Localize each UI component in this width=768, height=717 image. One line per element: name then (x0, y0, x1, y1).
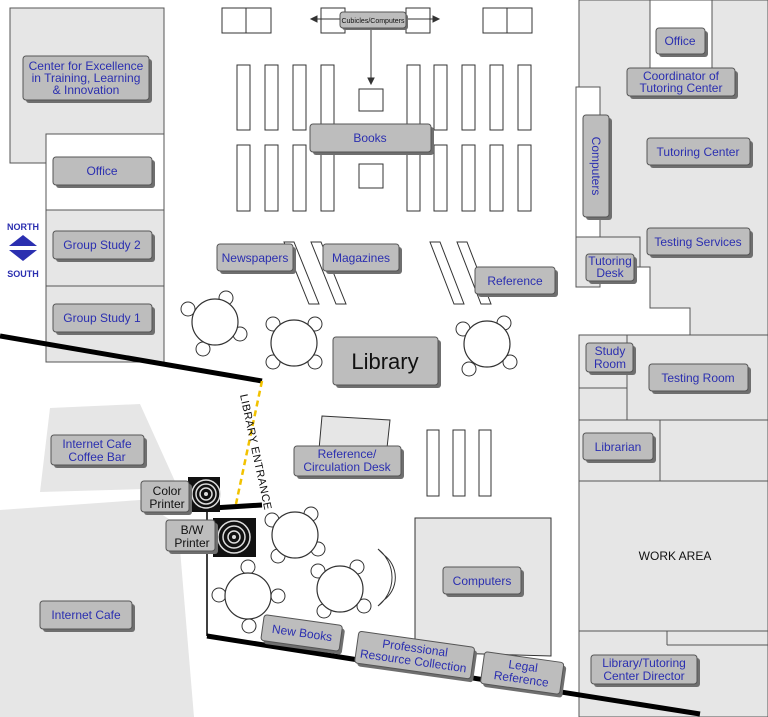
cubicle-box-2 (358, 163, 384, 189)
internet-cafe-button[interactable]: Internet Cafe (39, 600, 135, 632)
svg-text:Computers: Computers (589, 137, 603, 196)
svg-text:Tutoring Center: Tutoring Center (640, 81, 723, 95)
wall-upper-left (0, 333, 263, 384)
svg-text:Office: Office (664, 34, 695, 48)
svg-text:Testing Services: Testing Services (654, 235, 741, 249)
svg-text:Center Director: Center Director (603, 669, 684, 683)
crescent-seating (377, 548, 396, 607)
svg-text:Circulation Desk: Circulation Desk (303, 460, 391, 474)
testing-services-button[interactable]: Testing Services (646, 227, 753, 258)
books-button[interactable]: Books (309, 123, 434, 155)
compass-north-label: NORTH (7, 222, 39, 232)
professional-resource-button[interactable]: Professional Resource Collection (354, 630, 478, 683)
svg-text:B/W: B/W (181, 523, 204, 537)
svg-text:Coordinator of: Coordinator of (643, 69, 720, 83)
svg-text:Desk: Desk (596, 266, 624, 280)
south-arrow-icon (9, 250, 37, 261)
svg-text:Study: Study (595, 344, 626, 358)
tutoring-desk-button[interactable]: Tutoring Desk (585, 253, 637, 284)
coordinator-tutoring-button[interactable]: Coordinator of Tutoring Center (626, 67, 738, 99)
legal-reference-button[interactable]: Legal Reference (480, 651, 567, 698)
internet-cafe-coffee-button[interactable]: Internet Cafe Coffee Bar (50, 434, 147, 468)
compass: NORTH SOUTH (7, 222, 39, 279)
svg-text:Room: Room (594, 357, 626, 371)
svg-text:Legal: Legal (508, 657, 539, 675)
svg-text:Newspapers: Newspapers (222, 251, 289, 265)
svg-text:Center for Excellence: Center for Excellence (29, 59, 144, 73)
svg-text:Tutoring Center: Tutoring Center (657, 145, 740, 159)
director-button[interactable]: Library/Tutoring Center Director (590, 654, 700, 687)
svg-text:Reference/: Reference/ (318, 447, 377, 461)
table-cluster-2 (265, 316, 323, 370)
group-study-2-button[interactable]: Group Study 2 (52, 230, 155, 262)
svg-text:Magazines: Magazines (332, 251, 390, 265)
testing-room-button[interactable]: Testing Room (648, 363, 751, 394)
table-cluster-1 (180, 290, 248, 357)
svg-text:Printer: Printer (174, 536, 209, 550)
librarian-button[interactable]: Librarian (582, 432, 656, 463)
bw-printer-button[interactable]: B/W Printer (165, 519, 218, 554)
table-cluster-5 (211, 559, 286, 634)
lower-shelves (426, 429, 492, 497)
book-stacks (236, 64, 532, 212)
compass-south-label: SOUTH (7, 269, 39, 279)
north-arrow-icon (9, 235, 37, 246)
svg-text:& Innovation: & Innovation (53, 83, 120, 97)
table-cluster-3 (455, 315, 518, 377)
svg-text:Internet Cafe: Internet Cafe (51, 608, 121, 622)
svg-text:in Training, Learning: in Training, Learning (32, 71, 141, 85)
cubicles-computers-button[interactable]: Cubicles/Computers (339, 11, 408, 30)
svg-text:Coffee Bar: Coffee Bar (68, 450, 125, 464)
study-room-button[interactable]: Study Room (585, 342, 636, 375)
magazines-button[interactable]: Magazines (322, 243, 402, 274)
new-books-button[interactable]: New Books (260, 614, 345, 655)
reference-circulation-button[interactable]: Reference/ Circulation Desk (293, 445, 404, 479)
group-study-1-button[interactable]: Group Study 1 (52, 303, 155, 335)
newspapers-button[interactable]: Newspapers (216, 243, 296, 274)
printer-target-icon (188, 477, 221, 512)
svg-text:Office: Office (86, 164, 117, 178)
svg-text:Tutoring: Tutoring (588, 254, 632, 268)
cubicle-box-1 (358, 88, 384, 112)
color-printer-button[interactable]: Color Printer (140, 480, 192, 515)
svg-text:Cubicles/Computers: Cubicles/Computers (341, 18, 405, 25)
center-excellence-button[interactable]: Center for Excellence in Training, Learn… (22, 55, 152, 103)
svg-text:Reference: Reference (487, 274, 543, 288)
work-area-label: WORK AREA (639, 549, 712, 563)
work-area-room (578, 480, 768, 632)
table-cluster-6 (310, 559, 372, 619)
svg-text:Books: Books (353, 131, 386, 145)
svg-text:Internet Cafe: Internet Cafe (62, 437, 132, 451)
svg-text:Librarian: Librarian (595, 440, 642, 454)
svg-text:Library: Library (351, 349, 418, 374)
table-cluster-4 (264, 506, 326, 564)
computers-center-button[interactable]: Computers (442, 566, 524, 597)
svg-text:Computers: Computers (453, 574, 512, 588)
svg-text:Color: Color (153, 484, 182, 498)
tutoring-center-button[interactable]: Tutoring Center (646, 137, 753, 168)
svg-text:Group Study 2: Group Study 2 (63, 238, 141, 252)
library-button[interactable]: Library (332, 336, 441, 388)
svg-text:Testing Room: Testing Room (661, 371, 734, 385)
computers-vertical-button[interactable]: Computers (582, 114, 612, 220)
svg-text:Group Study 1: Group Study 1 (63, 311, 141, 325)
entrance-line (234, 380, 264, 505)
svg-text:Library/Tutoring: Library/Tutoring (602, 656, 686, 670)
office-right-button[interactable]: Office (655, 27, 708, 57)
reference-button[interactable]: Reference (474, 266, 558, 297)
printer-target-icon (213, 518, 256, 557)
svg-text:Printer: Printer (149, 497, 184, 511)
office-left-button[interactable]: Office (52, 156, 155, 188)
